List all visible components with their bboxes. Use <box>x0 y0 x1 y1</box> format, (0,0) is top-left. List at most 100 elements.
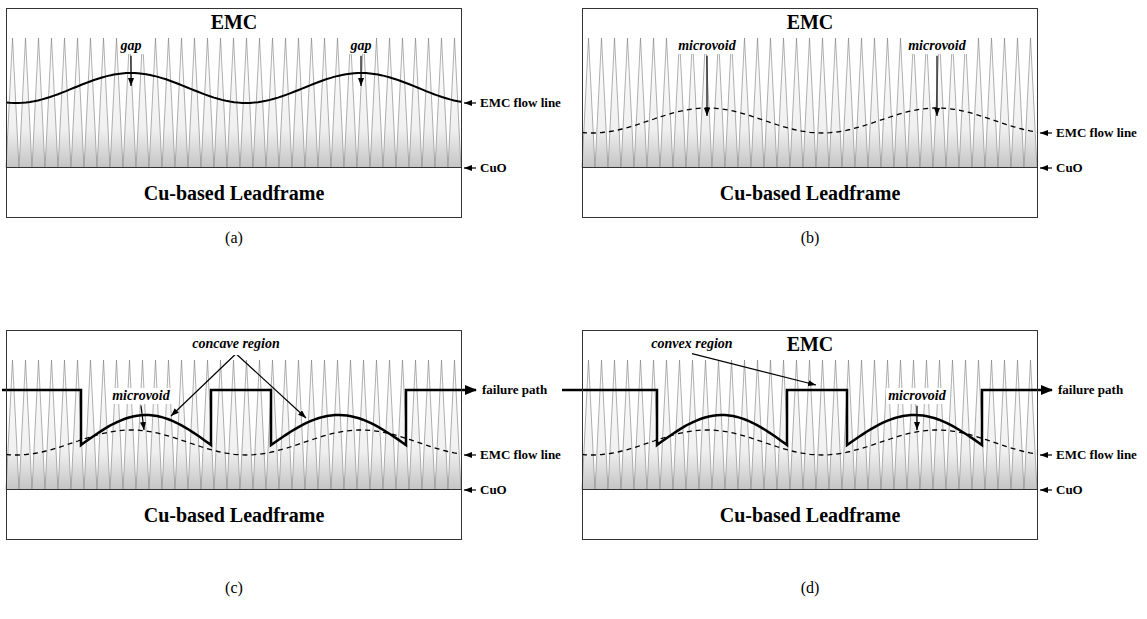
cuo-needle <box>933 38 946 168</box>
leader-arrow <box>936 56 937 116</box>
cuo-needle <box>920 360 933 490</box>
cuo-needle <box>738 360 751 490</box>
cuo-needle <box>188 360 201 490</box>
layer-label: EMC flow line <box>478 96 563 110</box>
cuo-needle <box>712 360 725 490</box>
cuo-needle <box>1011 38 1024 168</box>
cuo-needle <box>959 38 972 168</box>
leader-arrow <box>360 56 361 86</box>
cuo-needle <box>383 360 396 490</box>
leader-arrow <box>1040 454 1052 455</box>
cuo-needle <box>435 360 448 490</box>
cuo-needle <box>582 360 595 490</box>
cuo-needle <box>985 38 998 168</box>
leadframe-box: Cu-based Leadframe <box>7 167 461 217</box>
cuo-needle <box>422 360 435 490</box>
panel-caption: (d) <box>799 579 822 597</box>
emc-panel: EMCCu-based Leadframe <box>6 330 462 540</box>
region-label: microvoid <box>906 38 968 53</box>
emc-panel: EMC Cu-based Leadframe <box>6 8 462 218</box>
cuo-needle <box>396 38 409 168</box>
cuo-needle <box>816 360 829 490</box>
cuo-needle <box>764 360 777 490</box>
leader-arrow <box>692 354 816 385</box>
cuo-needle <box>370 38 383 168</box>
cuo-needle <box>855 360 868 490</box>
cuo-needle <box>266 38 279 168</box>
panel-caption: (b) <box>799 229 822 247</box>
cuo-needle <box>842 360 855 490</box>
cuo-needle <box>803 38 816 168</box>
region-label: concave region <box>190 336 281 351</box>
panel-caption: (c) <box>223 579 245 597</box>
cuo-needle <box>162 360 175 490</box>
cuo-needle <box>58 360 71 490</box>
cuo-needle <box>660 38 673 168</box>
cuo-needle <box>777 38 790 168</box>
cuo-needle <box>881 360 894 490</box>
leader-arrow <box>464 102 476 103</box>
material-label: EMC <box>783 333 838 355</box>
leader-arrow <box>464 489 476 490</box>
cuo-needle <box>829 38 842 168</box>
cuo-needle <box>279 360 292 490</box>
cuo-needle <box>1011 360 1024 490</box>
cuo-needle <box>71 38 84 168</box>
cuo-needle <box>32 38 45 168</box>
material-label: EMC <box>207 11 262 33</box>
layer-label: EMC flow line <box>478 448 563 462</box>
cuo-needle <box>712 38 725 168</box>
cuo-needle <box>136 38 149 168</box>
cuo-needle <box>725 360 738 490</box>
cuo-needle <box>595 38 608 168</box>
cuo-needle <box>673 38 686 168</box>
panel-illustration <box>2 360 476 490</box>
leader-arrow <box>1040 132 1052 133</box>
region-label: convex region <box>649 336 734 351</box>
emc-flow-line <box>582 108 1038 133</box>
cuo-needle <box>409 360 422 490</box>
region-label: gap <box>119 38 144 53</box>
layer-label: failure path <box>480 383 549 397</box>
cuo-needle <box>920 38 933 168</box>
cuo-needle <box>97 360 110 490</box>
cuo-needle <box>123 38 136 168</box>
emc-flow-line <box>582 430 1038 455</box>
region-label: microvoid <box>110 388 172 403</box>
cuo-needle <box>816 38 829 168</box>
cuo-needle <box>1024 38 1037 168</box>
emc-panel: EMCCu-based Leadframe <box>582 330 1038 540</box>
cuo-needle <box>305 38 318 168</box>
cuo-needle <box>894 360 907 490</box>
layer-label: CuO <box>478 483 509 497</box>
leadframe-label: Cu-based Leadframe <box>144 504 325 526</box>
cuo-needle <box>84 38 97 168</box>
layer-label: failure path <box>1056 383 1125 397</box>
cuo-needle <box>855 38 868 168</box>
cuo-needle <box>448 38 461 168</box>
cuo-needle <box>608 38 621 168</box>
layer-label: EMC flow line <box>1054 126 1139 140</box>
cuo-needle <box>279 38 292 168</box>
failure-path-line <box>562 390 1052 445</box>
cuo-needle <box>344 360 357 490</box>
cuo-needle <box>201 38 214 168</box>
cuo-needle <box>422 38 435 168</box>
leadframe-label: Cu-based Leadframe <box>720 182 901 204</box>
cuo-needle <box>240 360 253 490</box>
cuo-needle <box>725 38 738 168</box>
cuo-needle <box>595 360 608 490</box>
layer-label: CuO <box>1054 483 1085 497</box>
leader-arrow <box>706 56 707 116</box>
cuo-needle <box>998 360 1011 490</box>
cuo-needle <box>907 38 920 168</box>
cuo-needle <box>214 360 227 490</box>
cuo-needle <box>292 38 305 168</box>
cuo-needle <box>266 360 279 490</box>
cuo-needle <box>357 38 370 168</box>
cuo-needle <box>32 360 45 490</box>
emc-heading: EMC <box>7 11 461 33</box>
cuo-needle <box>686 38 699 168</box>
leader-arrow <box>236 354 306 418</box>
cuo-needle <box>331 38 344 168</box>
